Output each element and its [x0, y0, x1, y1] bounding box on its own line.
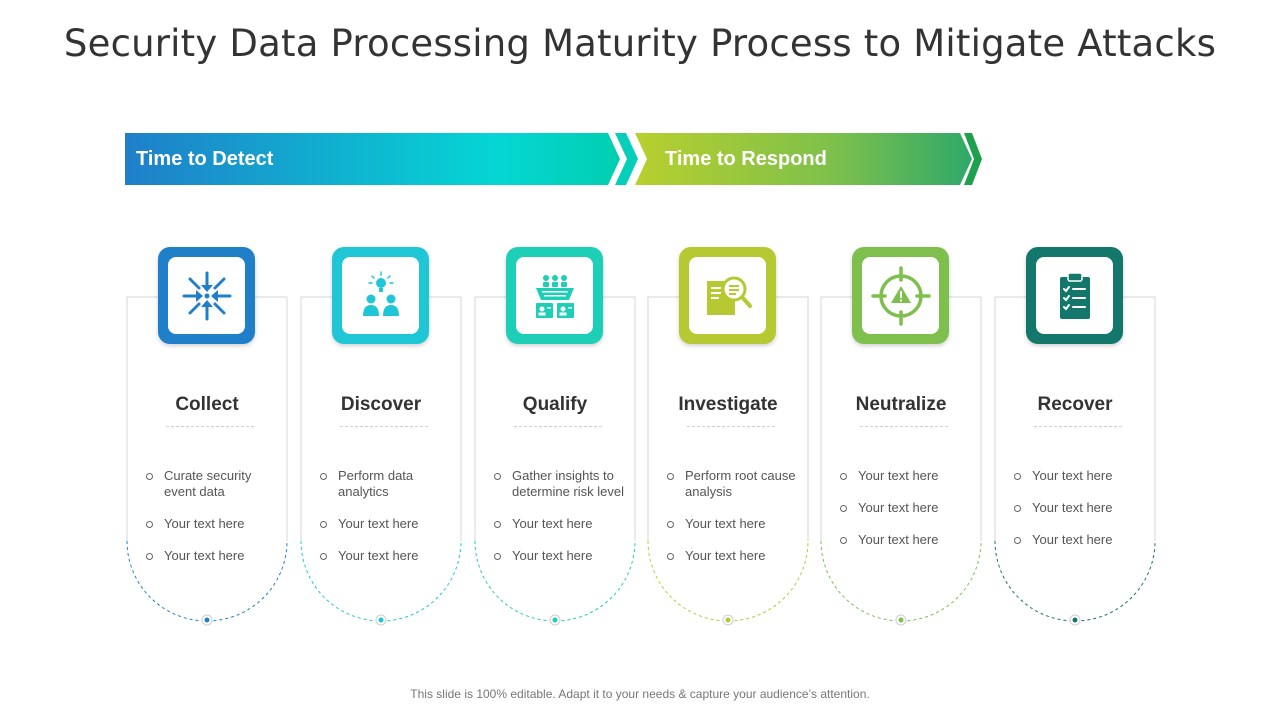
stage-card-recover: Recover Your text here Your text here Yo…: [994, 247, 1156, 626]
respond-chevron: [964, 133, 982, 185]
bullet-item: Perform root cause analysis: [667, 468, 797, 500]
stage-title: Recover: [1037, 394, 1113, 415]
stage-title: Qualify: [522, 394, 588, 415]
bullet-item: Your text here: [1014, 532, 1144, 548]
title-divider: [687, 426, 775, 427]
phase-label-respond: Time to Respond: [665, 148, 827, 170]
clipboard-checklist-icon: [1059, 271, 1090, 319]
bullet-item: Your text here: [840, 468, 970, 484]
target-warning-icon: [870, 265, 931, 326]
stage-bullets: Perform root cause analysis Your text he…: [667, 468, 797, 580]
bullet-item: Your text here: [494, 548, 624, 564]
title-divider: [860, 426, 948, 427]
bullet-item: Gather insights to determine risk level: [494, 468, 624, 500]
stage-icon-tile: [1026, 247, 1123, 344]
stage-bullets: Your text here Your text here Your text …: [1014, 468, 1144, 564]
detect-arrow: [125, 133, 620, 185]
title-divider: [514, 426, 602, 427]
idea-people-icon: [362, 270, 399, 316]
bullet-item: Your text here: [494, 516, 624, 532]
title-divider: [166, 426, 254, 427]
bullet-item: Your text here: [320, 548, 450, 564]
stage-icon-tile: [679, 247, 776, 344]
phase-band: [125, 133, 982, 185]
bullet-item: Your text here: [667, 548, 797, 564]
stage-bullets: Curate security event data Your text her…: [146, 468, 276, 580]
stage-card-investigate: Investigate Perform root cause analysis …: [647, 247, 809, 626]
bullet-item: Your text here: [840, 532, 970, 548]
stage-card-qualify: Qualify Gather insights to determine ris…: [474, 247, 636, 626]
bullet-item: Your text here: [840, 500, 970, 516]
stage-bullets: Perform data analytics Your text here Yo…: [320, 468, 450, 580]
stage-card-discover: Discover Perform data analytics Your tex…: [300, 247, 462, 626]
document-search-icon: [706, 276, 752, 315]
stage-bullets: Gather insights to determine risk level …: [494, 468, 624, 580]
stage-title: Collect: [175, 394, 239, 415]
bullet-item: Curate security event data: [146, 468, 276, 500]
detect-chevron: [615, 133, 638, 185]
bullet-item: Your text here: [320, 516, 450, 532]
stage-title: Discover: [340, 394, 422, 415]
footer-note: This slide is 100% editable. Adapt it to…: [410, 687, 870, 701]
team-dashboard-icon: [535, 274, 574, 318]
stage-title: Investigate: [678, 394, 778, 415]
bullet-item: Your text here: [146, 516, 276, 532]
card-outline: [820, 296, 982, 626]
bullet-item: Your text here: [667, 516, 797, 532]
stage-icon-tile: [506, 247, 603, 344]
stage-title: Neutralize: [855, 394, 947, 415]
stage-icon-tile: [852, 247, 949, 344]
bullet-item: Your text here: [1014, 500, 1144, 516]
stage-card-neutralize: Neutralize Your text here Your text here…: [820, 247, 982, 626]
arrows-converge-icon: [182, 271, 231, 320]
respond-arrow: [635, 133, 972, 185]
bullet-item: Perform data analytics: [320, 468, 450, 500]
slide-title: Security Data Processing Maturity Proces…: [63, 22, 1217, 65]
title-divider: [1034, 426, 1122, 427]
stage-bullets: Your text here Your text here Your text …: [840, 468, 970, 564]
stage-card-collect: Collect Curate security event data Your …: [126, 247, 288, 626]
card-outline: [994, 296, 1156, 626]
stage-icon-tile: [158, 247, 255, 344]
phase-label-detect: Time to Detect: [136, 148, 274, 170]
title-divider: [340, 426, 428, 427]
bullet-item: Your text here: [1014, 468, 1144, 484]
bullet-item: Your text here: [146, 548, 276, 564]
stage-icon-tile: [332, 247, 429, 344]
